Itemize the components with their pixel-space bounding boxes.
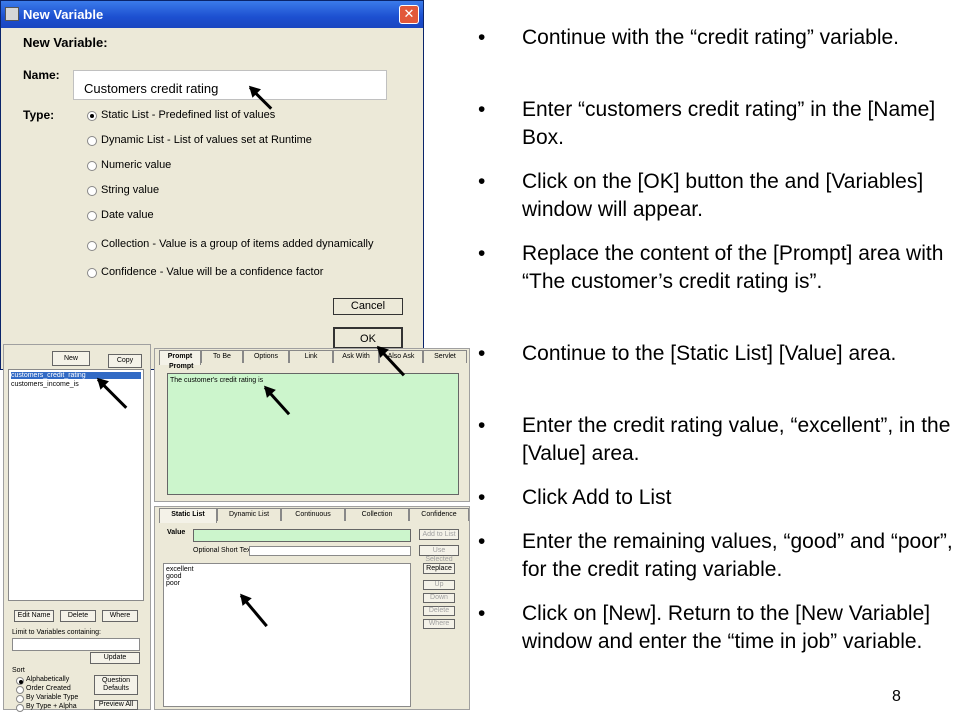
value-label: Value <box>167 529 186 536</box>
dialog-title: New Variable <box>23 7 104 22</box>
bullet-text: Continue to the [Static List] [Value] ar… <box>522 342 897 365</box>
bullet-text: Replace the content of the [Prompt] area… <box>522 242 944 293</box>
question-defaults-button[interactable]: Question Defaults <box>94 675 138 695</box>
app-icon <box>5 7 19 21</box>
where-button[interactable]: Where <box>102 610 138 622</box>
bullet-text: Click Add to List <box>522 486 672 509</box>
type-label: Type: <box>23 108 55 122</box>
use-selected-button[interactable]: Use Selected <box>419 545 459 563</box>
type-radio-collection[interactable] <box>87 241 97 251</box>
ok-button[interactable]: OK <box>333 327 403 349</box>
values-list[interactable]: excellent good poor <box>163 563 411 707</box>
bullet-dot: • <box>478 486 486 509</box>
sort-radio-type[interactable] <box>16 695 24 703</box>
value-input[interactable] <box>193 529 411 542</box>
type-radio-string[interactable] <box>87 186 97 196</box>
copy-button[interactable]: Copy <box>108 354 142 368</box>
bullet-dot: • <box>478 530 486 553</box>
delete-button[interactable]: Delete <box>60 610 96 622</box>
bullet-dot: • <box>478 602 486 625</box>
type-option-label: Static List - Predefined list of values <box>101 109 276 121</box>
type-option-label: Numeric value <box>101 159 172 171</box>
type-radio-confidence[interactable] <box>87 268 97 278</box>
replace-button[interactable]: Replace <box>423 563 455 574</box>
tab-servlet[interactable]: Servlet <box>423 350 467 363</box>
prompt-label: Prompt <box>169 363 194 370</box>
dialog-titlebar: New Variable ✕ <box>1 1 423 28</box>
tab-collection[interactable]: Collection <box>345 508 409 521</box>
bullet-text: Click on [New]. Return to the [New Varia… <box>522 602 931 653</box>
type-option-label: Dynamic List - List of values set at Run… <box>101 134 312 146</box>
value-item[interactable]: excellent <box>166 566 194 573</box>
page-number: 8 <box>892 688 901 705</box>
bullet-dot: • <box>478 170 486 193</box>
new-variable-dialog: New Variable ✕ New Variable: Name: Custo… <box>0 0 424 370</box>
close-icon[interactable]: ✕ <box>399 5 419 24</box>
value-tabs-pane: Static List Dynamic List Continuous Coll… <box>154 506 470 710</box>
preview-all-button[interactable]: Preview All <box>94 700 138 710</box>
limit-input[interactable] <box>12 638 140 651</box>
tab-dynamic-list[interactable]: Dynamic List <box>217 508 281 521</box>
sort-label: Sort <box>12 667 25 674</box>
variable-item[interactable]: customers_income_is <box>11 381 79 388</box>
sort-option-label: By Variable Type <box>26 694 79 701</box>
sort-option-label: Alphabetically <box>26 676 70 683</box>
type-option-label: Collection - Value is a group of items a… <box>101 238 374 250</box>
type-radio-date[interactable] <box>87 211 97 221</box>
value-item[interactable]: good <box>166 573 182 580</box>
short-text-label: Optional Short Text: <box>193 547 255 554</box>
bullet-text: Enter the credit rating value, “excellen… <box>522 414 951 465</box>
type-radio-numeric[interactable] <box>87 161 97 171</box>
sort-option-label: Order Created <box>26 685 71 692</box>
prompt-text: The customer's credit rating is <box>170 377 264 384</box>
edit-name-button[interactable]: Edit Name <box>14 610 54 622</box>
short-text-input[interactable] <box>249 546 411 556</box>
tab-continuous[interactable]: Continuous <box>281 508 345 521</box>
bullet-text: Enter “customers credit rating” in the [… <box>522 98 936 149</box>
up-button[interactable]: Up <box>423 580 455 590</box>
tab-prompt[interactable]: Prompt <box>159 350 201 365</box>
down-button[interactable]: Down <box>423 593 455 603</box>
bullet-dot: • <box>478 242 486 265</box>
tab-static-list[interactable]: Static List <box>159 508 217 523</box>
bullet-dot: • <box>478 414 486 437</box>
add-to-list-button[interactable]: Add to List <box>419 529 459 540</box>
variable-item[interactable]: customers_credit_rating <box>11 372 141 379</box>
prompt-tabs-pane: Prompt To Be Options Link Ask With Also … <box>154 348 470 502</box>
type-radio-static-list[interactable] <box>87 111 97 121</box>
name-input-value: Customers credit rating <box>84 81 219 96</box>
tab-link[interactable]: Link <box>289 350 333 363</box>
bullet-dot: • <box>478 342 486 365</box>
bullet-dot: • <box>478 26 486 49</box>
dialog-heading: New Variable: <box>23 35 108 50</box>
bullet-dot: • <box>478 98 486 121</box>
new-button[interactable]: New <box>52 351 90 366</box>
delete-value-button[interactable]: Delete <box>423 606 455 616</box>
variables-list-pane: New Copy customers_credit_rating custome… <box>3 344 151 712</box>
bullet-text: Click on the [OK] button the and [Variab… <box>522 170 924 221</box>
tab-ask-with[interactable]: Ask With <box>333 350 379 363</box>
tab-to-be[interactable]: To Be <box>201 350 243 363</box>
tab-options[interactable]: Options <box>243 350 289 363</box>
sort-option-label: By Type + Alpha <box>26 703 77 710</box>
type-radio-dynamic-list[interactable] <box>87 136 97 146</box>
prompt-textarea[interactable]: The customer's credit rating is <box>167 373 459 495</box>
variables-list[interactable]: customers_credit_rating customers_income… <box>8 369 144 601</box>
type-option-label: Date value <box>101 209 154 221</box>
sort-radio-order[interactable] <box>16 686 24 694</box>
bullet-text: Enter the remaining values, “good” and “… <box>522 530 953 581</box>
value-item[interactable]: poor <box>166 580 181 587</box>
type-option-label: Confidence - Value will be a confidence … <box>101 266 324 278</box>
cancel-button[interactable]: Cancel <box>333 298 403 315</box>
name-label: Name: <box>23 68 60 82</box>
tab-confidence[interactable]: Confidence <box>409 508 469 521</box>
where-value-button[interactable]: Where <box>423 619 455 629</box>
sort-radio-type-alpha[interactable] <box>16 704 24 712</box>
type-option-label: String value <box>101 184 160 196</box>
update-button[interactable]: Update <box>90 652 140 664</box>
name-input[interactable]: Customers credit rating <box>73 70 387 100</box>
bullet-text: Continue with the “credit rating” variab… <box>522 26 900 49</box>
sort-radio-alpha[interactable] <box>16 677 24 685</box>
limit-label: Limit to Variables containing: <box>12 629 101 636</box>
